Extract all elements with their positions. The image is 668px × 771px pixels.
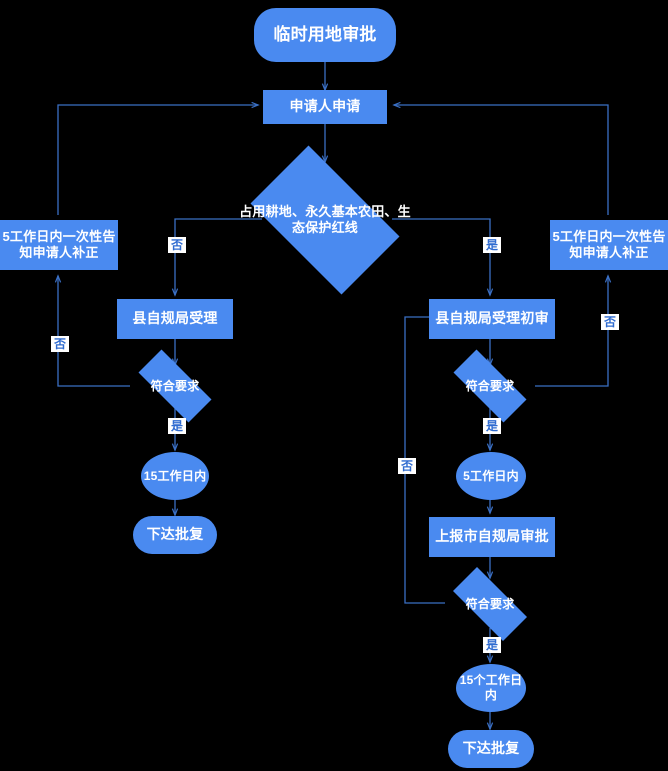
node-report-city-label: 上报市自规局审批 (435, 528, 549, 545)
edge-label-check2-yes: 是 (483, 637, 501, 653)
node-right-check1-label: 符合要求 (465, 378, 515, 393)
node-right-reply-label: 下达批复 (462, 740, 520, 757)
node-county-first-review-label: 县自规局受理初审 (435, 310, 549, 327)
node-left-days15-label: 15工作日内 (143, 468, 207, 483)
node-applicant-apply[interactable]: 申请人申请 (263, 90, 387, 124)
node-report-city[interactable]: 上报市自规局审批 (429, 517, 555, 557)
node-right-days5-label: 5工作日内 (463, 468, 519, 483)
node-decision-land-use[interactable]: 占用耕地、永久基本农田、生态保护红线 (234, 145, 416, 295)
node-notify-left[interactable]: 5工作日内一次性告知申请人补正 (0, 220, 118, 270)
node-left-reply[interactable]: 下达批复 (133, 516, 217, 554)
edge-label-decision-yes: 是 (483, 237, 501, 253)
edge-label-decision-no: 否 (168, 237, 186, 253)
node-county-check[interactable]: 符合要求 (125, 349, 225, 423)
node-decision-land-use-label: 占用耕地、永久基本农田、生态保护红线 (239, 204, 411, 235)
node-right-days15-label: 15个工作日内 (459, 673, 523, 702)
node-left-days15[interactable]: 15工作日内 (141, 452, 209, 500)
node-county-check-label: 符合要求 (150, 378, 200, 393)
node-notify-right[interactable]: 5工作日内一次性告知申请人补正 (550, 220, 668, 270)
edge-label-county-check-no: 否 (51, 336, 69, 352)
node-county-first-review[interactable]: 县自规局受理初审 (429, 299, 555, 339)
node-right-days5[interactable]: 5工作日内 (456, 452, 526, 500)
edge-label-check2-no: 否 (398, 458, 416, 474)
node-right-check1[interactable]: 符合要求 (440, 349, 540, 423)
edge-label-check1-yes: 是 (483, 418, 501, 434)
node-applicant-apply-label: 申请人申请 (289, 98, 361, 115)
node-county-accept-label: 县自规局受理 (132, 310, 218, 327)
edge-notify-right-to-apply (394, 105, 609, 215)
node-start[interactable]: 临时用地审批 (254, 8, 396, 62)
node-left-reply-label: 下达批复 (146, 526, 204, 543)
node-notify-right-label: 5工作日内一次性告知申请人补正 (552, 229, 666, 260)
node-notify-left-label: 5工作日内一次性告知申请人补正 (2, 229, 116, 260)
edge-label-county-check-yes: 是 (168, 418, 186, 434)
node-right-check2-label: 符合要求 (465, 596, 515, 611)
node-right-days15[interactable]: 15个工作日内 (456, 664, 526, 712)
node-right-reply[interactable]: 下达批复 (448, 730, 534, 768)
edge-label-check1-no: 否 (601, 314, 619, 330)
edge-notify-left-to-apply (57, 105, 258, 215)
node-right-check2[interactable]: 符合要求 (440, 566, 540, 642)
node-start-label: 临时用地审批 (273, 24, 377, 44)
node-county-accept[interactable]: 县自规局受理 (117, 299, 233, 339)
